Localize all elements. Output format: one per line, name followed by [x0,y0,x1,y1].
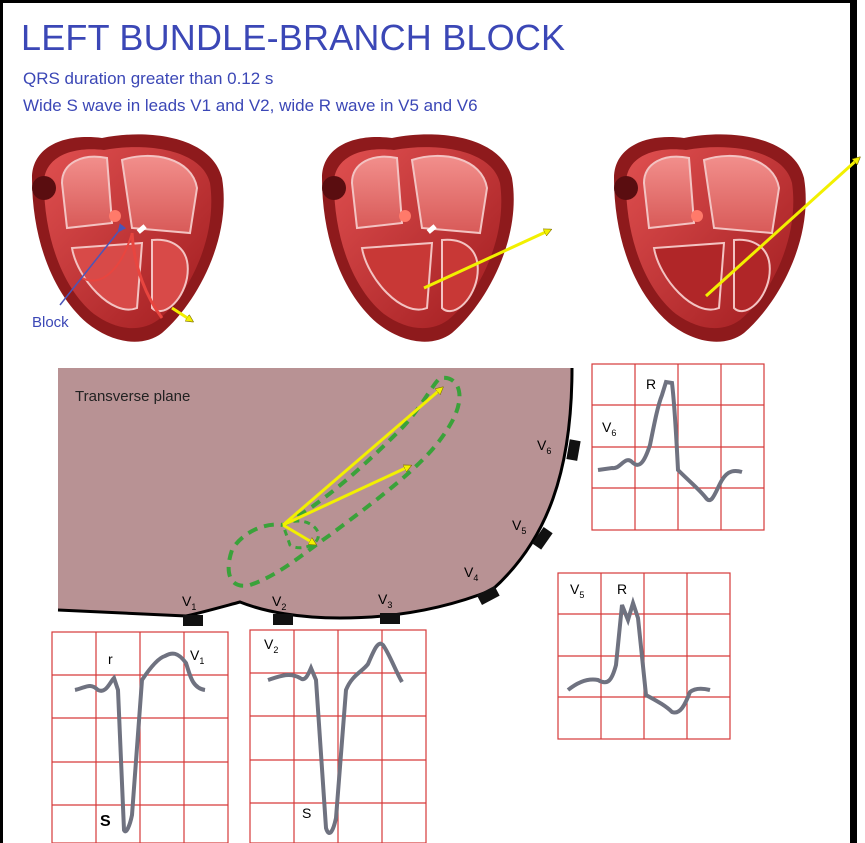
electrode-v1 [183,615,203,626]
ecg-panel-v1: r S V1 [52,632,228,843]
svg-text:R: R [617,581,627,597]
transverse-plane-label: Transverse plane [75,388,190,405]
svg-text:V5: V5 [570,581,584,600]
svg-text:V1: V1 [190,647,204,666]
heart-2-illustration [322,134,550,341]
electrode-v3 [380,613,400,624]
transverse-plane: Transverse plane V1 V2 V3 V4 V5 V6 [58,368,581,626]
heart-3-illustration [614,134,859,341]
svg-text:V6: V6 [602,419,616,438]
svg-text:r: r [108,651,113,667]
heart-1-illustration [32,134,224,341]
ecg-panel-v2: V2 S [250,630,426,843]
svg-text:S: S [302,805,311,821]
electrode-v6 [566,439,580,461]
ecg-panel-v6: V6 R [592,364,764,530]
block-label: Block [32,314,69,331]
svg-text:R: R [646,376,656,392]
svg-text:S: S [100,813,111,830]
svg-text:V2: V2 [264,636,278,655]
ecg-panel-v5: V5 R [558,573,730,739]
electrode-v2 [273,614,293,625]
